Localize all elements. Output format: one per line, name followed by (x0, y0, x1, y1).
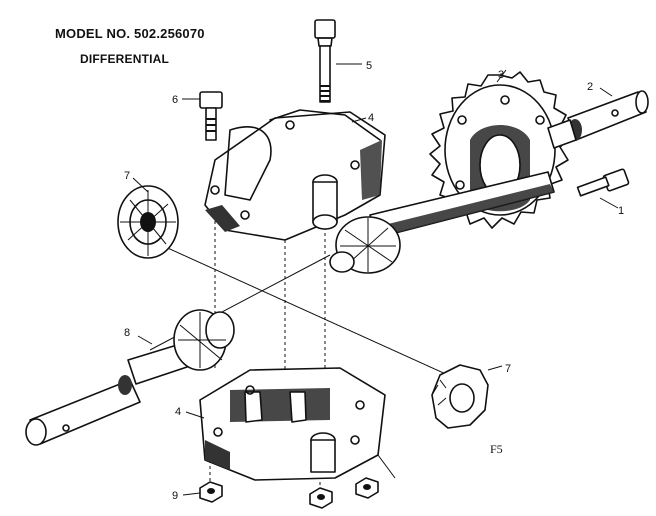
callout-2: 2 (587, 81, 593, 93)
part-4-upper-housing (204, 109, 386, 241)
part-1-bolt (576, 168, 630, 209)
callout-4-lower: 4 (175, 406, 181, 418)
part-8-lower-axle (25, 309, 235, 446)
part-7-lower-bevel-gear (431, 364, 503, 429)
callout-labels: 1 2 3 4 4 5 6 7 7 8 9 F5 (124, 60, 624, 502)
callout-7-upper: 7 (124, 170, 130, 182)
figure-id: F5 (490, 442, 503, 456)
callout-6: 6 (172, 94, 178, 106)
part-6-short-bolt (182, 91, 223, 141)
part-4-lower-housing (185, 367, 386, 481)
callout-8: 8 (124, 327, 130, 339)
part-5-long-bolt (314, 19, 362, 103)
part-9-nuts (182, 477, 379, 509)
callout-9: 9 (172, 490, 178, 502)
part-7-upper-bevel-gear (117, 177, 179, 259)
callout-1: 1 (618, 205, 624, 217)
part-2-axle-end (547, 87, 649, 149)
callout-7-lower: 7 (505, 363, 511, 375)
callout-5: 5 (366, 60, 372, 72)
model-number: MODEL NO. 502.256070 (55, 26, 205, 41)
center-bevel-gear (329, 216, 401, 274)
callout-3: 3 (498, 69, 504, 81)
diagram-title: DIFFERENTIAL (80, 52, 170, 66)
callout-4-upper: 4 (368, 112, 374, 124)
